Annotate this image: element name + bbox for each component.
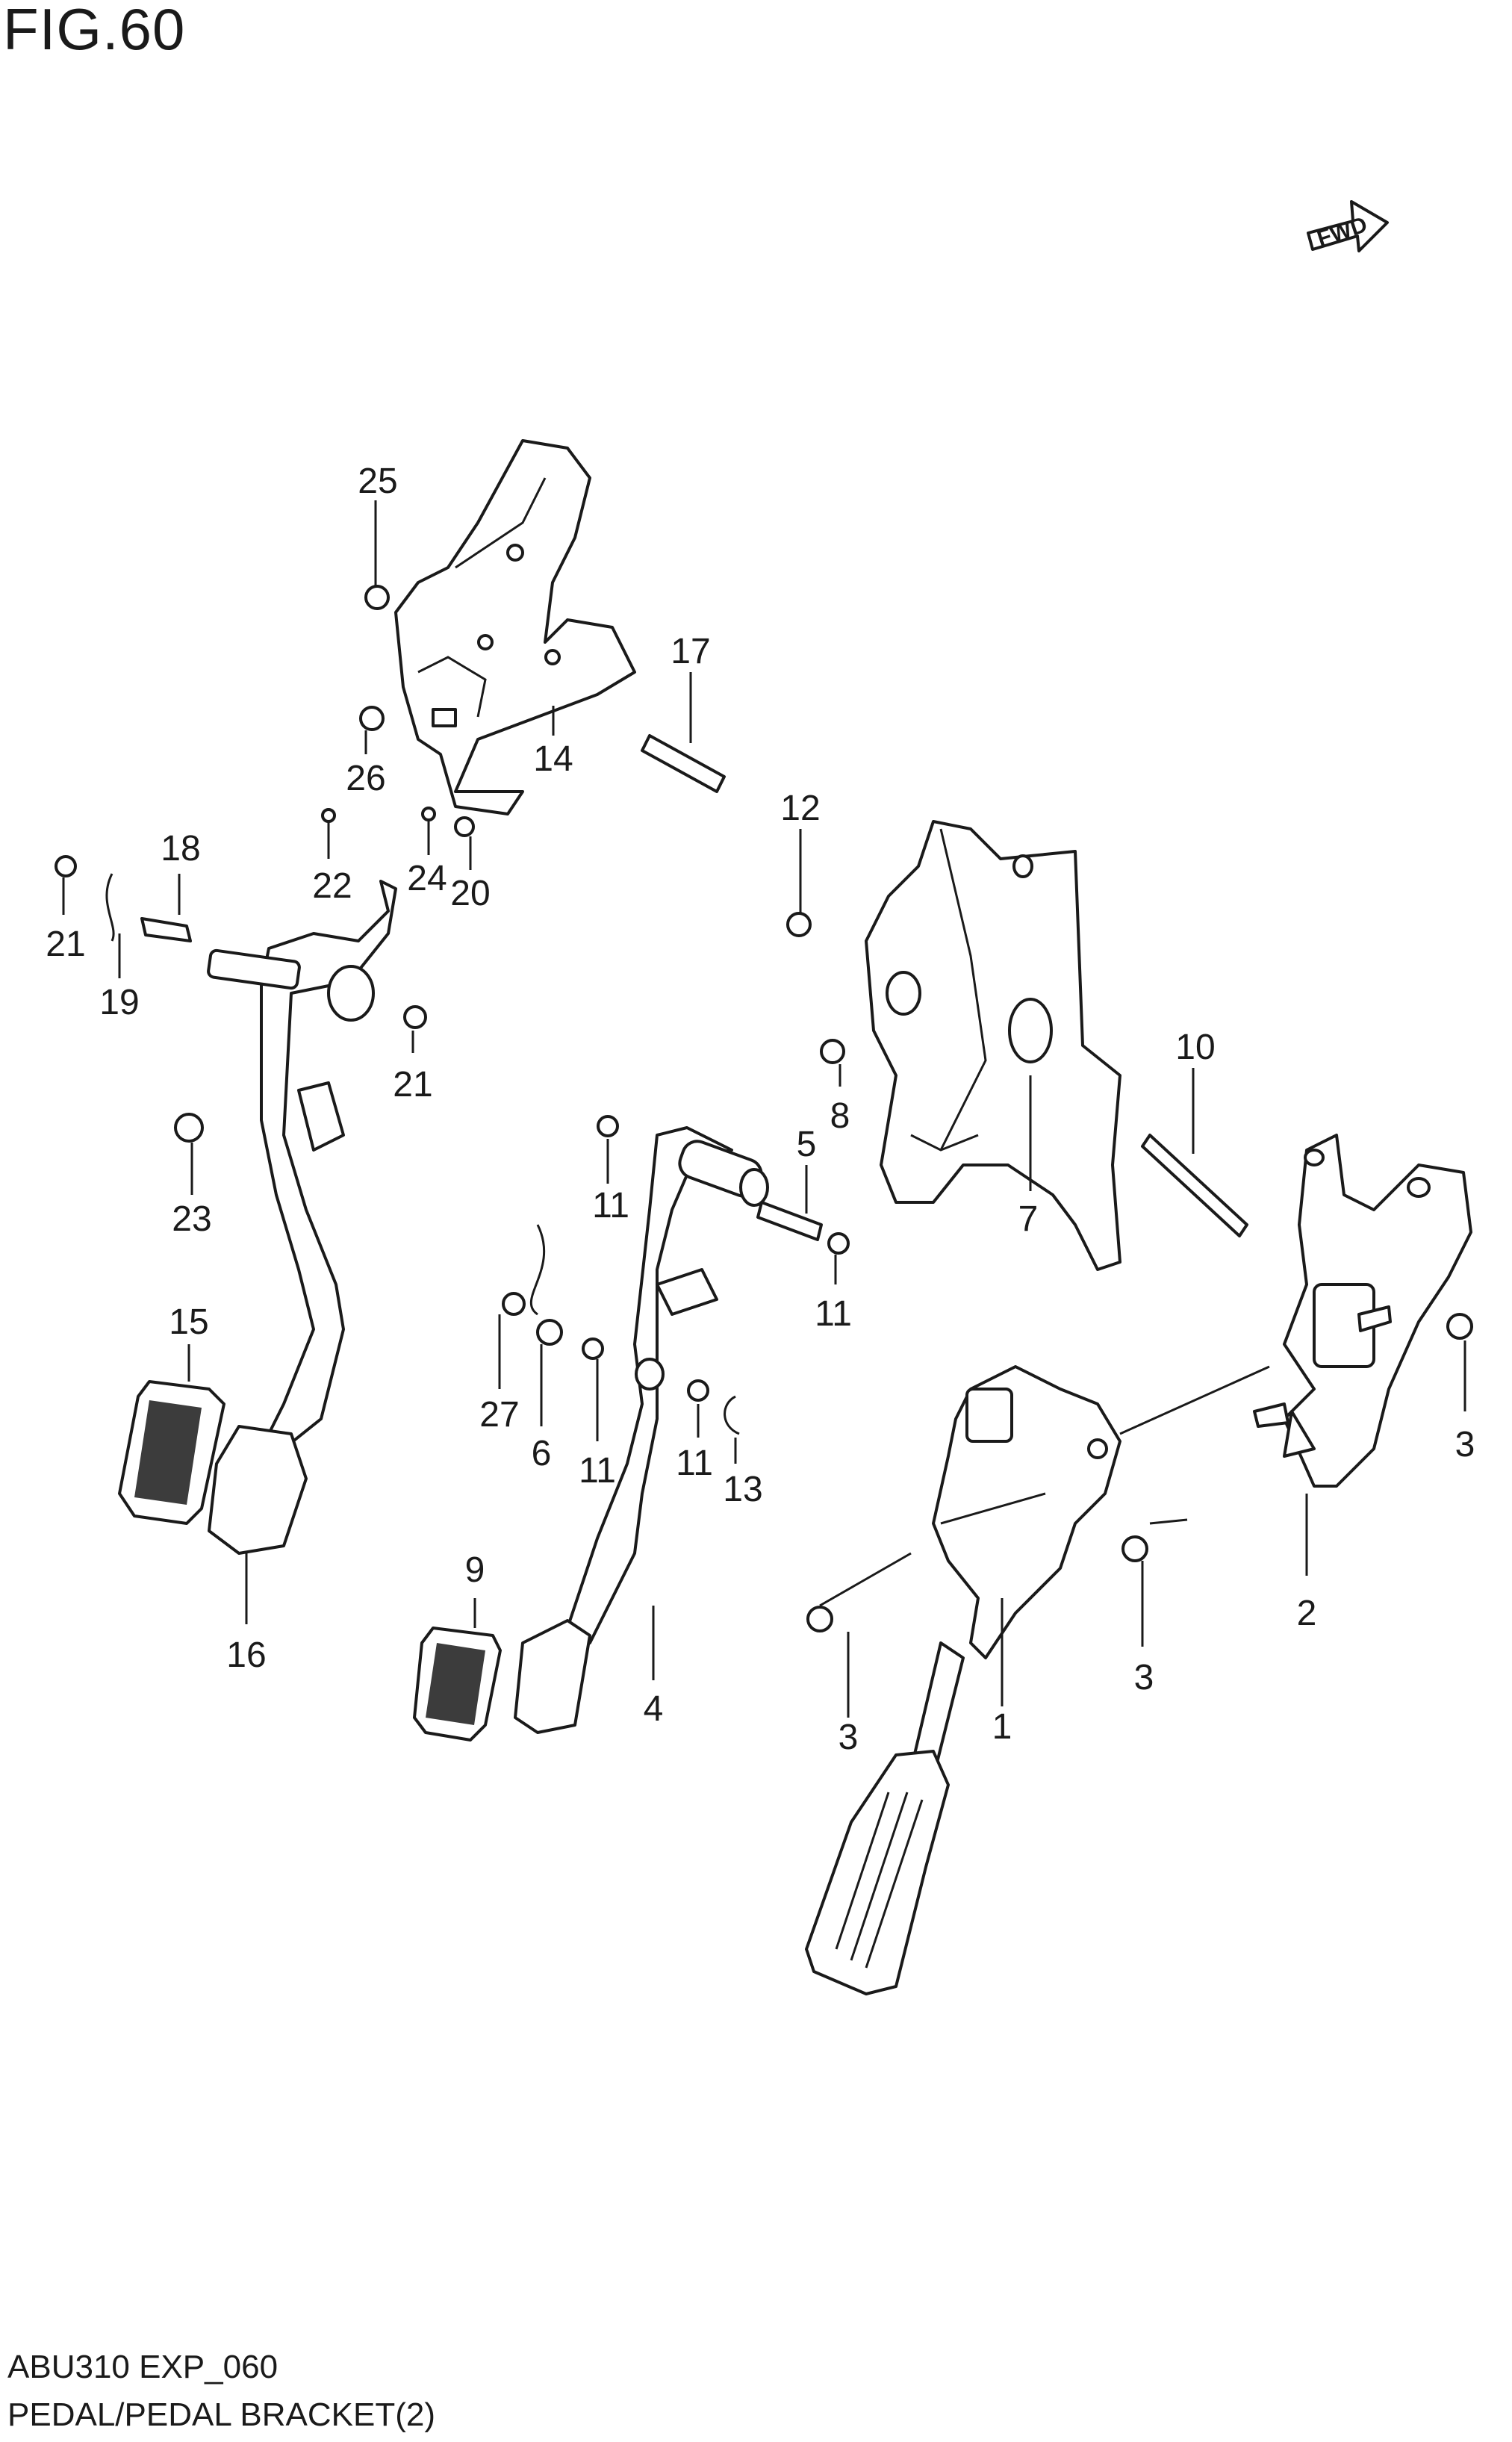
- pedal-bracket-upper: [394, 439, 636, 815]
- callout-27: 27: [479, 1395, 519, 1435]
- callout-25: 25: [358, 462, 397, 501]
- callout-4: 4: [644, 1689, 664, 1729]
- accelerator-pedal-assembly: [805, 1365, 1121, 1995]
- brake-pedal-arm: [207, 880, 397, 1555]
- leader-lines: [62, 500, 1466, 1718]
- callout-9: 9: [465, 1550, 485, 1590]
- small-hardware: [55, 585, 1473, 1632]
- callout-2: 2: [1297, 1594, 1317, 1633]
- callout-10: 10: [1175, 1028, 1215, 1067]
- callout-23: 23: [172, 1199, 211, 1239]
- callout-8: 8: [830, 1096, 850, 1136]
- callout-17: 17: [671, 632, 710, 671]
- clutch-pedal-pad: [413, 1627, 502, 1742]
- callout-22: 22: [312, 866, 352, 906]
- callout-15: 15: [169, 1302, 208, 1342]
- callout-12: 12: [780, 789, 820, 828]
- callout-20: 20: [450, 874, 490, 913]
- callout-21a: 21: [46, 925, 85, 964]
- callout-numbers: 25 26 14 17 12 18 21 19 22 24 20 21 10 8…: [46, 462, 1475, 1757]
- callout-11b: 11: [815, 1294, 852, 1334]
- forward-arrow-icon: FWD: [1307, 200, 1389, 252]
- accelerator-bracket: [1253, 1134, 1472, 1488]
- callout-18: 18: [161, 829, 200, 869]
- callout-5: 5: [797, 1125, 817, 1164]
- callout-13: 13: [723, 1470, 762, 1509]
- callout-6: 6: [532, 1434, 552, 1473]
- callout-26: 26: [346, 759, 385, 798]
- callout-16: 16: [226, 1635, 266, 1675]
- figure-title: FIG.60: [3, 0, 186, 62]
- callout-11d: 11: [676, 1444, 713, 1483]
- callout-24: 24: [407, 859, 447, 898]
- callout-1: 1: [992, 1707, 1012, 1747]
- callout-21b: 21: [393, 1065, 432, 1105]
- callout-3a: 3: [1455, 1425, 1475, 1464]
- callout-3c: 3: [839, 1718, 859, 1757]
- main-pedal-bracket: [865, 820, 1121, 1271]
- callout-7: 7: [1018, 1199, 1039, 1239]
- clutch-pedal-arm: [514, 1126, 769, 1734]
- diagram-code: ABU310 EXP_060: [7, 2349, 279, 2385]
- callout-14: 14: [533, 739, 573, 779]
- brake-pedal-pad: [118, 1380, 225, 1525]
- callout-19: 19: [99, 983, 139, 1022]
- diagram-name: PEDAL/PEDAL BRACKET(2): [7, 2396, 435, 2433]
- callout-11a: 11: [592, 1186, 629, 1225]
- callout-11c: 11: [579, 1451, 616, 1491]
- callout-3b: 3: [1134, 1658, 1154, 1697]
